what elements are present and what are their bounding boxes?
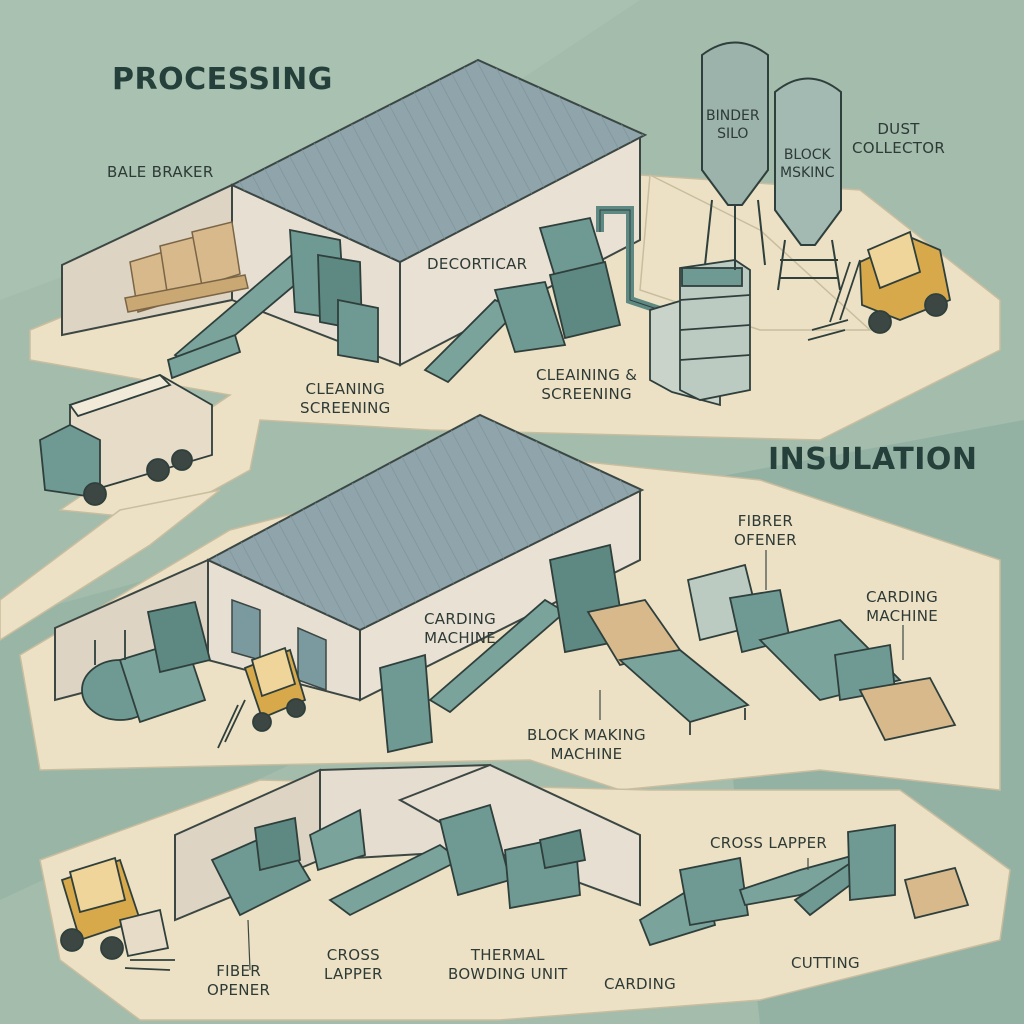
- label-leaders: [247, 550, 904, 971]
- cleaning-screening-2-line1: CLEAINING &: [536, 366, 638, 384]
- carding-label: CARDING: [604, 975, 677, 993]
- cross-lapper-left-line1: CROSS: [326, 946, 380, 964]
- binder-silo-line2: SILO: [717, 126, 749, 142]
- thermal-bonding-label: THERMAL BOWDING UNIT: [448, 946, 568, 984]
- right-bottom-line: [638, 823, 970, 947]
- insulation-heading: INSULATION: [768, 442, 978, 477]
- processing-heading: PROCESSING: [112, 62, 333, 97]
- cross-lapper-left-label: CROSS LAPPER: [324, 946, 383, 984]
- dust-collector-line2: COLLECTOR: [852, 139, 946, 157]
- cleaning-rack: [649, 259, 751, 407]
- dust-collector-line1: DUST: [877, 120, 920, 138]
- forklift-mid: [217, 646, 307, 749]
- block-making-machine-label: BLOCK MAKING MACHINE: [527, 726, 646, 764]
- fiber-opener-top-label: FIBRER OFENER: [734, 512, 797, 550]
- carding-machine-right-label: CARDING MACHINE: [866, 588, 938, 626]
- block-silo-line2: MSKINC: [780, 165, 835, 181]
- cutting-label: CUTTING: [791, 954, 860, 972]
- carding-block-line: [379, 543, 750, 754]
- forklift-top: [807, 230, 952, 341]
- forklift-bottom: [60, 856, 175, 971]
- block-silo-label: BLOCK MSKINC: [780, 146, 835, 182]
- cleaning-screening-2-line2: SCREENING: [541, 385, 632, 403]
- bottom-machines: [210, 803, 587, 917]
- cleaning-screening-1-line1: CLEANING: [305, 380, 386, 398]
- cleaning-screening-1-line2: SCREENING: [300, 399, 391, 417]
- bale-breaker-line: [166, 228, 379, 380]
- truck: [39, 373, 213, 506]
- right-carding-line: [686, 563, 957, 742]
- fiber-opener-top-line2: OFENER: [734, 531, 797, 549]
- fiber-opener-machine: [81, 600, 212, 724]
- hemp-bales: [124, 221, 249, 313]
- fiber-opener-line2: OPENER: [207, 981, 271, 999]
- cross-lapper-right-label: CROSS LAPPER: [710, 834, 828, 852]
- carding-machine-right-line2: MACHINE: [866, 607, 938, 625]
- cleaning-screening-label-1: CLEANING SCREENING: [300, 380, 391, 418]
- cross-lapper-left-line2: LAPPER: [324, 965, 383, 983]
- thermal-bonding-line2: BOWDING UNIT: [448, 965, 568, 983]
- carding-machine-center-label: CARDING MACHINE: [424, 610, 496, 648]
- fiber-opener-line1: FIBER: [216, 962, 261, 980]
- dust-collector-label: DUST COLLECTOR: [852, 120, 945, 158]
- binder-silo-line1: BINDER: [706, 108, 760, 124]
- carding-machine-center-line2: MACHINE: [424, 629, 496, 647]
- block-making-line1: BLOCK MAKING: [527, 726, 646, 744]
- carding-machine-center-line1: CARDING: [424, 610, 497, 628]
- cleaning-screening-label-2: CLEAINING & SCREENING: [536, 366, 637, 404]
- fiber-opener-top-line1: FIBRER: [737, 512, 794, 530]
- binder-silo-label: BINDER SILO: [706, 107, 760, 143]
- decorticator-label: DECORTICAR: [427, 255, 528, 273]
- fiber-opener-label: FIBER OPENER: [207, 962, 270, 1000]
- block-silo-line1: BLOCK: [783, 147, 831, 163]
- carding-machine-right-line1: CARDING: [866, 588, 939, 606]
- thermal-bonding-line1: THERMAL: [470, 946, 545, 964]
- bale-breaker-label: BALE BRAKER: [107, 163, 214, 181]
- block-making-line2: MACHINE: [550, 745, 623, 763]
- silos: [701, 41, 842, 291]
